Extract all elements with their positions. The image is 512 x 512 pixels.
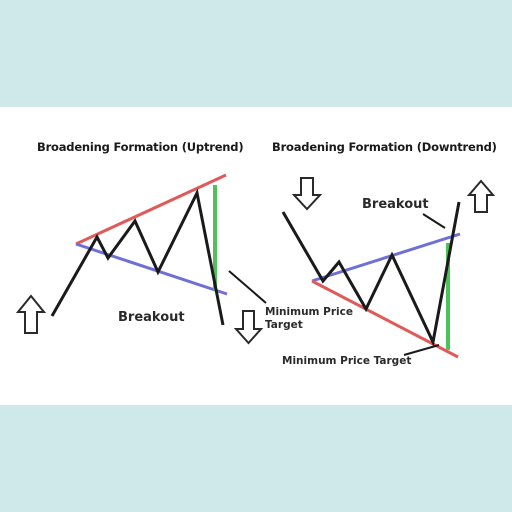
left-price-path <box>50 188 225 326</box>
right-target-label: Minimum Price Target <box>282 355 412 367</box>
left-breakout-label: Breakout <box>118 310 185 325</box>
up-arrow-icon <box>15 294 47 334</box>
right-breakout-pointer <box>422 213 446 229</box>
right-target-pointer <box>403 344 440 356</box>
right-diagram <box>281 177 496 359</box>
left-upper-trendline <box>75 173 227 246</box>
left-diagram-title: Broadening Formation (Uptrend) <box>37 140 244 154</box>
left-lower-trendline <box>75 242 228 296</box>
left-target-label-line1: Minimum Price <box>265 306 353 318</box>
down-arrow-icon <box>233 310 264 345</box>
right-diagram-title: Broadening Formation (Downtrend) <box>272 140 497 154</box>
left-target-label-line2: Target <box>265 319 303 331</box>
left-target-label: Minimum Price Target <box>265 306 353 332</box>
left-diagram <box>15 173 267 345</box>
down-arrow-icon <box>291 177 323 211</box>
right-breakout-label: Breakout <box>362 197 429 212</box>
left-target-pointer <box>228 270 267 304</box>
right-price-path <box>281 201 461 347</box>
up-arrow-icon <box>466 179 496 213</box>
right-upper-trendline <box>311 232 461 283</box>
